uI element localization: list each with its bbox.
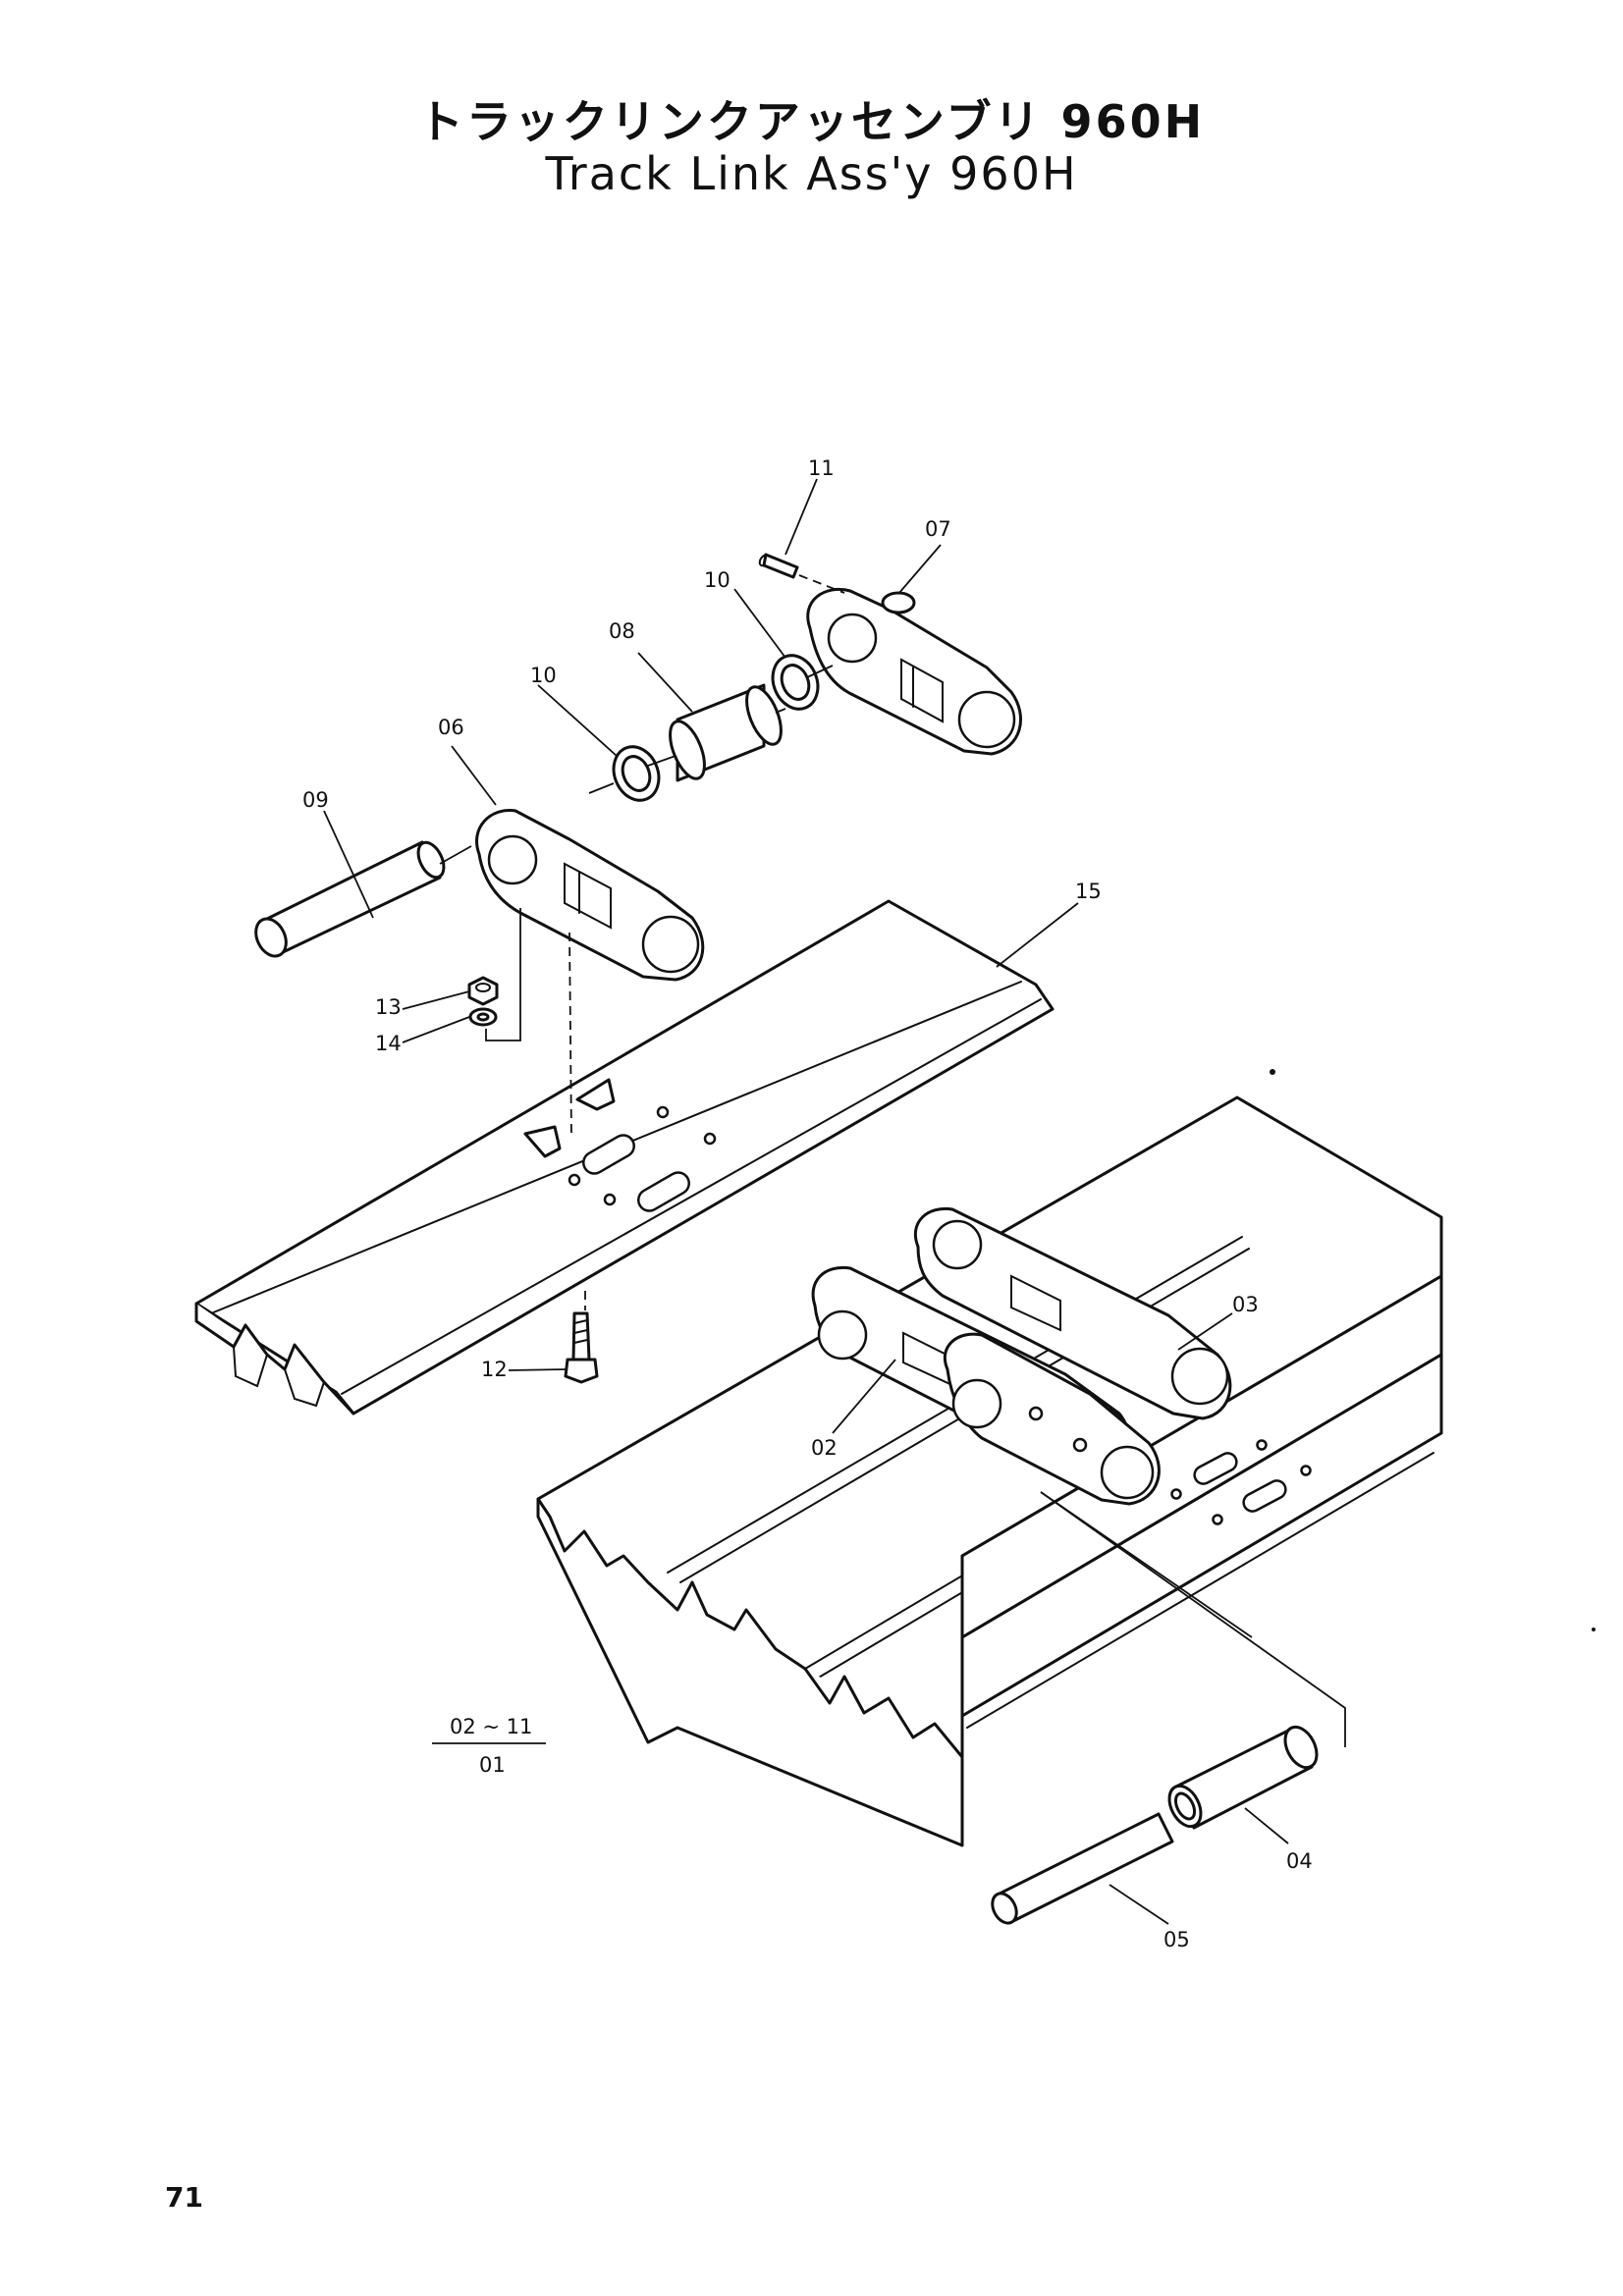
callout-leaders (323, 478, 1289, 1925)
seal-10-left (612, 745, 661, 802)
link-nut (1028, 1406, 1044, 1421)
callout-14: 14 (375, 1032, 402, 1055)
shoe-notch (575, 1078, 616, 1111)
callout-10-lower: 10 (530, 664, 557, 687)
scan-speck (1592, 1628, 1596, 1631)
callout-13: 13 (375, 995, 402, 1019)
subassembly-note: 02 ~ 11 01 (432, 1715, 546, 1777)
title-japanese: トラックリンクアッセンブリ 960H (417, 95, 1206, 148)
shoe-bolt-slot (637, 1171, 690, 1212)
track-link-right-03 (914, 1206, 1232, 1420)
shoe-bolt-slot (1193, 1452, 1238, 1485)
callout-03: 03 (1232, 1293, 1259, 1316)
title-english: Track Link Ass'y 960H (545, 147, 1078, 200)
link-pin-bore (827, 613, 878, 664)
link-pin-boss (951, 1378, 1002, 1429)
shoe-bolt-slot (582, 1134, 635, 1175)
nut-13 (467, 976, 499, 1006)
track-link-06 (475, 809, 705, 982)
shoe-bolt-hole (1256, 1439, 1268, 1451)
shoe-bolt-hole (568, 1173, 581, 1187)
page-number: 71 (165, 2181, 203, 2214)
shoe-bolt-hole (603, 1193, 617, 1206)
link-boss (881, 591, 916, 614)
track-link-07 (806, 588, 1022, 756)
pin-05 (991, 1812, 1174, 1925)
assembly-lines (439, 574, 1346, 1747)
link-pin-boss (932, 1219, 983, 1270)
callout-11: 11 (808, 456, 835, 480)
link-pin-boss (487, 834, 538, 885)
washer-14 (468, 1007, 498, 1027)
link-bushing-bore (1100, 1445, 1155, 1500)
shoe-bolt-slot (1242, 1479, 1287, 1513)
callout-06: 06 (438, 716, 464, 739)
bushing-04 (1167, 1725, 1319, 1830)
callout-10-upper: 10 (704, 568, 730, 592)
link-bushing-bore (641, 915, 700, 974)
link-bushing-bore (957, 690, 1016, 749)
shoe-bolt-hole (1170, 1488, 1182, 1500)
range-note-denominator: 01 (479, 1753, 506, 1777)
range-note-numerator: 02 ~ 11 (450, 1715, 532, 1738)
track-shoe-upper (194, 899, 1055, 1415)
shoe-notch (523, 1125, 562, 1158)
link-pin-boss (817, 1309, 868, 1361)
callout-04: 04 (1286, 1849, 1313, 1873)
link-nut (1072, 1437, 1088, 1453)
shoe-bolt-hole (1300, 1465, 1312, 1476)
shoe-bolt-hole (703, 1132, 717, 1146)
callout-09: 09 (302, 788, 329, 812)
bushing-08 (669, 683, 783, 782)
link-bushing-bore (1170, 1347, 1229, 1406)
callout-02: 02 (811, 1436, 838, 1460)
track-pin-09 (254, 840, 446, 958)
callout-08: 08 (609, 619, 635, 643)
callout-15: 15 (1075, 880, 1102, 903)
shoe-bolt-hole (656, 1105, 670, 1119)
bolt-12 (564, 1311, 599, 1384)
callout-05: 05 (1163, 1928, 1190, 1951)
shoe-bolt-hole (1212, 1514, 1223, 1525)
keeper-11 (758, 553, 799, 579)
scan-speck (1270, 1069, 1275, 1075)
callout-07: 07 (925, 517, 951, 541)
callout-12: 12 (481, 1358, 508, 1381)
track-link-front-02 (944, 1332, 1161, 1506)
